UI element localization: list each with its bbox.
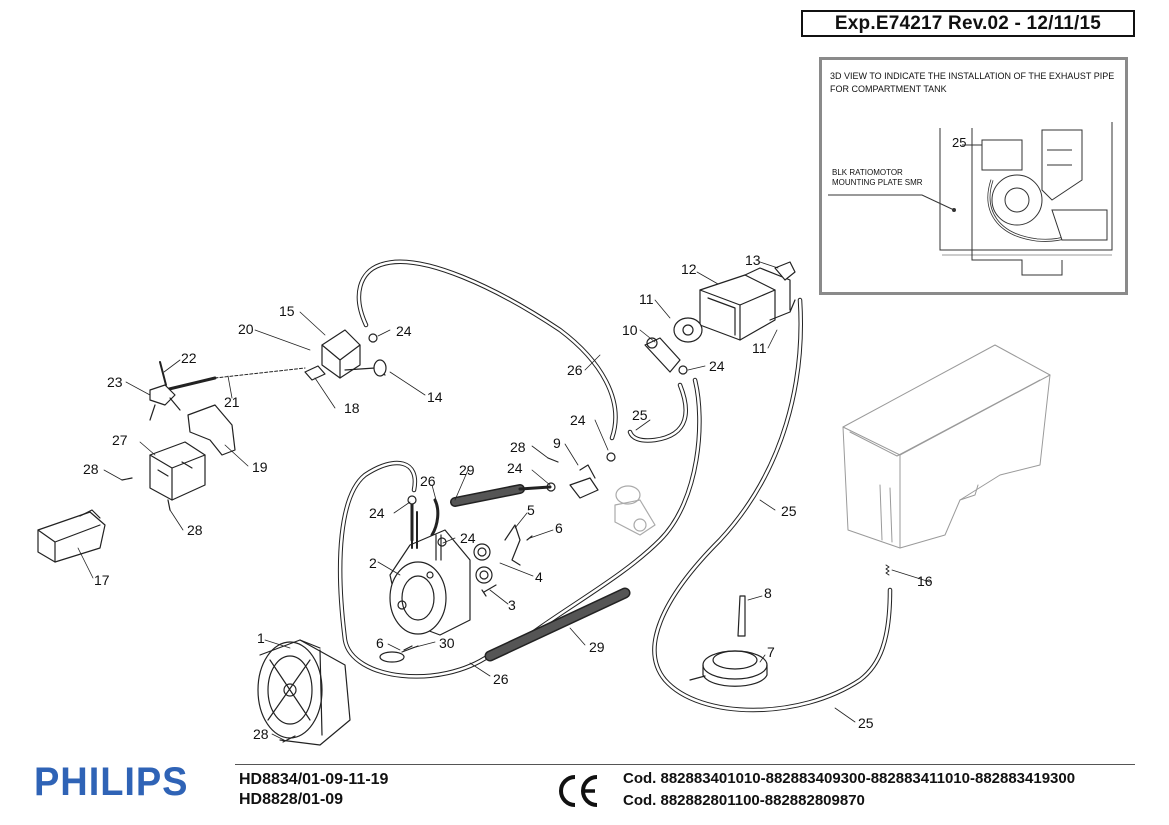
callout-5: 5: [527, 502, 535, 518]
inset-3d-view: 3D VIEW TO INDICATE THE INSTALLATION OF …: [819, 57, 1128, 295]
callout-3: 3: [508, 597, 516, 613]
inset-caption: 3D VIEW TO INDICATE THE INSTALLATION OF …: [830, 71, 1115, 94]
o-rings: [368, 333, 688, 547]
part-19-bracket: [187, 404, 236, 456]
part-7-flowmeter: [689, 650, 768, 687]
callout-15: 15: [279, 303, 295, 319]
part-8-reed: [737, 595, 746, 637]
part-12-pump: [673, 267, 796, 343]
callout-29-lower: 29: [589, 639, 605, 655]
callout-25-bottom: 25: [858, 715, 874, 731]
callout-11-lower: 11: [752, 340, 767, 356]
callout-24-pump: 24: [709, 358, 725, 374]
callout-11-upper: 11: [639, 291, 654, 307]
part-15-valve: [321, 329, 387, 379]
revision-box: Exp.E74217 Rev.02 - 12/11/15: [801, 10, 1135, 37]
ce-mark-icon: [559, 775, 598, 807]
callout-24-valve: 24: [396, 323, 412, 339]
callout-27: 27: [112, 432, 128, 448]
callout-7: 7: [767, 644, 775, 660]
part-13-elbow: [774, 261, 796, 281]
tube-25-pump: [507, 377, 702, 653]
revision-text: Exp.E74217 Rev.02 - 12/11/15: [834, 12, 1102, 34]
callout-24-boiler-left: 24: [369, 505, 385, 521]
callout-10: 10: [622, 322, 638, 338]
callout-21: 21: [224, 394, 240, 410]
callout-29-upper: 29: [459, 462, 475, 478]
model-line-2: HD8828/01-09: [239, 791, 344, 808]
callout-18: 18: [344, 400, 360, 416]
part-5-clip: [504, 524, 521, 566]
callout-6-lower: 6: [376, 635, 384, 651]
part-10-connector: [644, 337, 681, 373]
code-line-1: Cod. 882883401010-882883409300-882883411…: [623, 770, 1076, 787]
callout-2: 2: [369, 555, 377, 571]
callout-24-boiler-right: 24: [460, 530, 476, 546]
callout-17: 17: [94, 572, 110, 588]
part-1-shroud: [257, 639, 351, 746]
callout-26-upper: 26: [567, 362, 583, 378]
part-9-t-fitting: [569, 464, 599, 499]
callout-14: 14: [427, 389, 443, 405]
callout-6-upper: 6: [555, 520, 563, 536]
callout-28-tee: 28: [510, 439, 526, 455]
callout-28-left: 28: [83, 461, 99, 477]
footer-rule: [235, 764, 1135, 765]
dashed-line-21: [214, 367, 306, 379]
model-line-1: HD8834/01-09-11-19: [239, 771, 389, 788]
part-3-screw: [481, 584, 497, 597]
part-17-connector: [37, 509, 106, 563]
callout-25-short: 25: [632, 407, 648, 423]
callout-25-right: 25: [781, 503, 797, 519]
callout-28-bottom: 28: [253, 726, 269, 742]
callout-1: 1: [257, 630, 265, 646]
callout-12: 12: [681, 261, 697, 277]
callout-20: 20: [238, 321, 254, 337]
callout-16: 16: [917, 573, 933, 589]
part-27-switch-block: [149, 441, 206, 501]
inset-label-line1: BLK RATIOMOTOR: [832, 168, 903, 177]
part-2-boiler: [389, 509, 471, 636]
code-line-2: Cod. 882882801100-882882809870: [623, 792, 865, 809]
callout-19: 19: [252, 459, 268, 475]
ghost-valve-unit: [614, 485, 656, 536]
screws: [121, 457, 559, 743]
inset-part-number: 25: [952, 135, 967, 150]
part-23-steam-valve: [149, 361, 181, 421]
callout-24-tube-29: 24: [507, 460, 523, 476]
callout-9: 9: [553, 435, 561, 451]
inset-label: BLK RATIOMOTOR MOUNTING PLATE SMR: [832, 168, 923, 188]
part-4-thermostats: [473, 543, 493, 584]
callout-28-block: 28: [187, 522, 203, 538]
callout-13: 13: [745, 252, 761, 268]
callout-24-tee: 24: [570, 412, 586, 428]
callout-26-middle: 26: [420, 473, 436, 489]
brand-logo: PHILIPS: [34, 760, 189, 804]
callout-22: 22: [181, 350, 197, 366]
leader-lines: [77, 261, 931, 741]
callout-4: 4: [535, 569, 543, 585]
inset-label-line2: MOUNTING PLATE SMR: [832, 178, 923, 187]
part-16-spring: [885, 564, 890, 576]
water-tank: [842, 344, 1051, 549]
callout-8: 8: [764, 585, 772, 601]
callout-26-lower: 26: [493, 671, 509, 687]
inset-drawing: [828, 122, 1113, 276]
callout-23: 23: [107, 374, 123, 390]
part-18-fitting: [304, 365, 326, 381]
callout-30: 30: [439, 635, 455, 651]
part-30-gasket: [379, 645, 419, 663]
